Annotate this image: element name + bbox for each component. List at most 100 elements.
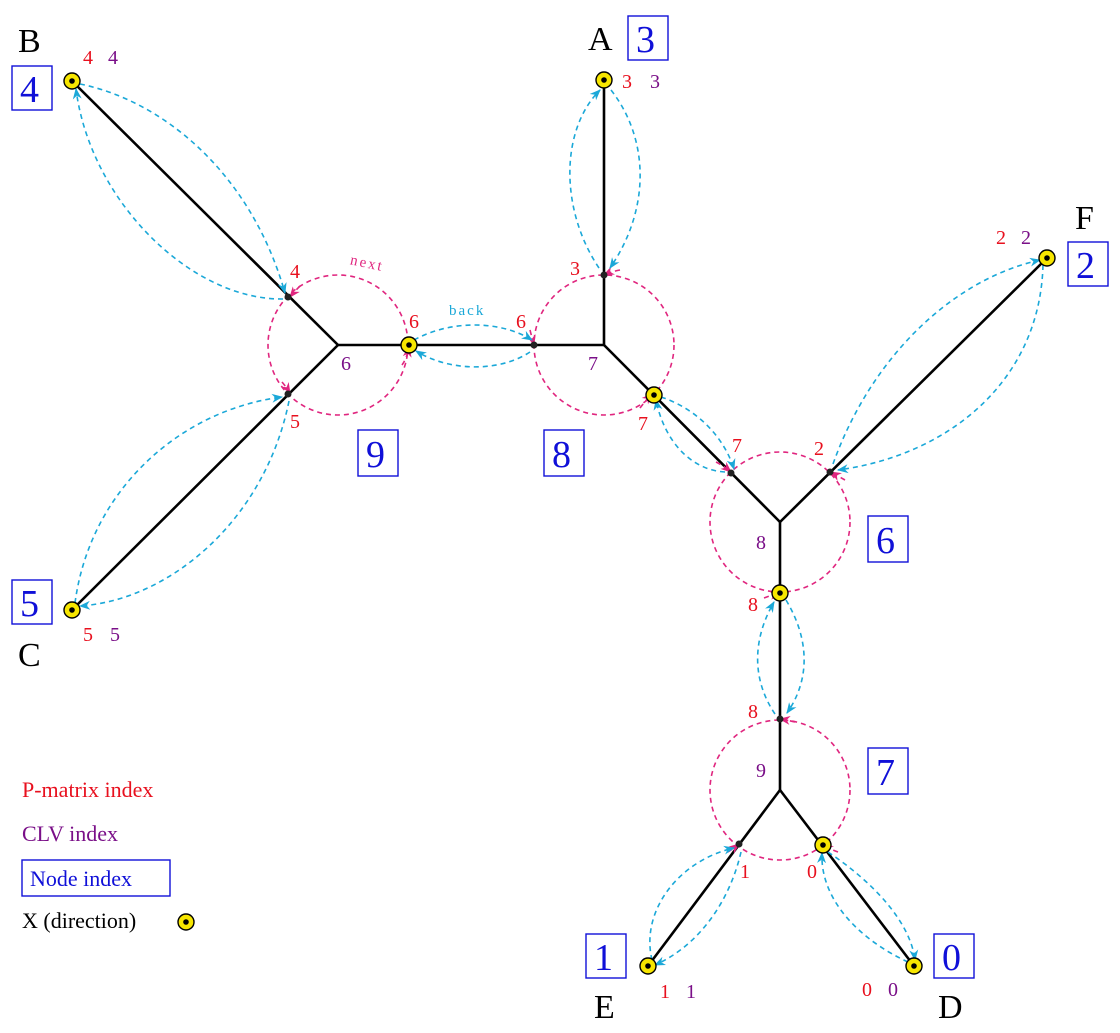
legend-node: Node index xyxy=(30,866,132,891)
direction-marker xyxy=(595,71,613,89)
direction-marker xyxy=(645,386,663,404)
back-arc xyxy=(569,89,601,269)
direction-marker xyxy=(905,957,923,975)
pmatrix-label: 3 xyxy=(622,71,632,93)
leaf-label-c: C xyxy=(18,637,41,674)
pmatrix-label: 4 xyxy=(290,261,300,283)
back-arc xyxy=(413,324,533,341)
edge-c xyxy=(71,344,339,611)
pmatrix-label: 8 xyxy=(748,594,758,616)
node-box-inner-6: 6 xyxy=(867,515,909,563)
pmatrix-label: 2 xyxy=(996,227,1006,249)
next-annotation: next xyxy=(349,252,385,275)
direction-markers xyxy=(63,71,1056,975)
back-arc xyxy=(836,264,1044,474)
junction-dot xyxy=(727,469,735,477)
back-arc xyxy=(415,350,531,368)
junction-dot xyxy=(826,468,834,476)
pmatrix-label: 5 xyxy=(290,411,300,433)
back-arc xyxy=(649,845,736,961)
svg-text:1: 1 xyxy=(594,937,613,979)
pmatrix-label: 1 xyxy=(740,861,750,883)
ring-arrow xyxy=(715,461,732,473)
junction-dot xyxy=(600,271,608,279)
clv-label: 5 xyxy=(110,624,120,646)
pmatrix-label: 7 xyxy=(638,413,648,435)
edge-8-6 xyxy=(603,344,781,523)
node-box-inner-9: 9 xyxy=(357,429,399,477)
edge-e xyxy=(646,789,782,967)
back-arc xyxy=(74,393,284,604)
back-arc xyxy=(653,398,726,473)
pmatrix-label: 0 xyxy=(862,979,872,1001)
ring-arrow xyxy=(763,591,782,600)
node-index-boxes: 3 4 5 0 1 2 9 8 6 7 xyxy=(11,15,1109,979)
back-arc xyxy=(79,83,287,295)
edge-b xyxy=(71,80,339,346)
junction-dots xyxy=(284,271,834,848)
back-arc xyxy=(832,257,1042,465)
svg-text:8: 8 xyxy=(552,434,571,476)
node-box-leaf-d: 0 xyxy=(933,933,975,979)
clv-label: 1 xyxy=(686,981,696,1003)
edge-f xyxy=(779,257,1048,523)
legend-direction-marker xyxy=(177,913,195,931)
legend-direction: X (direction) xyxy=(22,908,136,933)
svg-text:0: 0 xyxy=(942,937,961,979)
clv-label: 4 xyxy=(108,47,118,69)
clv-label: 6 xyxy=(341,353,351,375)
clv-label: 8 xyxy=(756,532,766,554)
junction-dot xyxy=(284,293,292,301)
leaf-labels: A B C D E F xyxy=(18,21,1094,1026)
leaf-label-e: E xyxy=(594,989,615,1026)
pmatrix-label: 3 xyxy=(570,258,580,280)
clv-label: 9 xyxy=(756,760,766,782)
back-arc xyxy=(756,601,776,715)
pmatrix-label: 7 xyxy=(732,435,742,457)
direction-marker xyxy=(400,336,418,354)
pmatrix-label: 1 xyxy=(660,981,670,1003)
leaf-label-d: D xyxy=(938,989,963,1026)
node-box-inner-8: 8 xyxy=(543,429,585,477)
ring-arrow xyxy=(289,285,301,298)
node-box-leaf-e: 1 xyxy=(585,933,627,979)
direction-marker xyxy=(639,957,657,975)
node-box-inner-7: 7 xyxy=(867,747,909,795)
legend-node-box xyxy=(21,859,171,897)
node-box-leaf-f: 2 xyxy=(1067,241,1109,287)
leaf-label-a: A xyxy=(588,21,613,58)
svg-text:6: 6 xyxy=(876,520,895,562)
back-arc xyxy=(609,89,641,269)
inner-pmatrix-indices: 4 5 6 3 6 7 7 2 8 8 1 0 xyxy=(290,258,824,883)
svg-text:2: 2 xyxy=(1076,245,1095,287)
junction-dot xyxy=(284,390,292,398)
legend-clv: CLV index xyxy=(22,821,118,846)
junction-dot xyxy=(776,715,784,723)
back-arc xyxy=(660,396,736,471)
ring-arrow xyxy=(778,715,796,725)
back-arcs xyxy=(72,83,1044,966)
legend: P-matrix index CLV index Node index X (d… xyxy=(21,777,195,933)
back-arc xyxy=(785,599,805,714)
svg-text:4: 4 xyxy=(20,69,39,111)
svg-text:7: 7 xyxy=(876,752,895,794)
pmatrix-label: 8 xyxy=(748,701,758,723)
leaf-label-f: F xyxy=(1075,200,1094,237)
ring-arrow xyxy=(830,471,846,481)
direction-marker xyxy=(771,584,789,602)
edge-d xyxy=(778,789,916,967)
pmatrix-label: 5 xyxy=(83,624,93,646)
ring-arrow xyxy=(602,266,621,276)
pmatrix-label: 4 xyxy=(83,47,93,69)
svg-text:9: 9 xyxy=(366,434,385,476)
ring-arrow xyxy=(401,345,412,366)
tree-edges xyxy=(71,80,1048,967)
ring-arrow xyxy=(822,844,839,854)
direction-marker xyxy=(63,601,81,619)
direction-marker xyxy=(814,836,832,854)
ring-node-7 xyxy=(709,719,851,861)
back-annotation: back xyxy=(449,303,485,319)
inner-clv-indices: 6 7 8 9 xyxy=(341,353,766,782)
pmatrix-label: 0 xyxy=(807,861,817,883)
clv-label: 0 xyxy=(888,979,898,1001)
